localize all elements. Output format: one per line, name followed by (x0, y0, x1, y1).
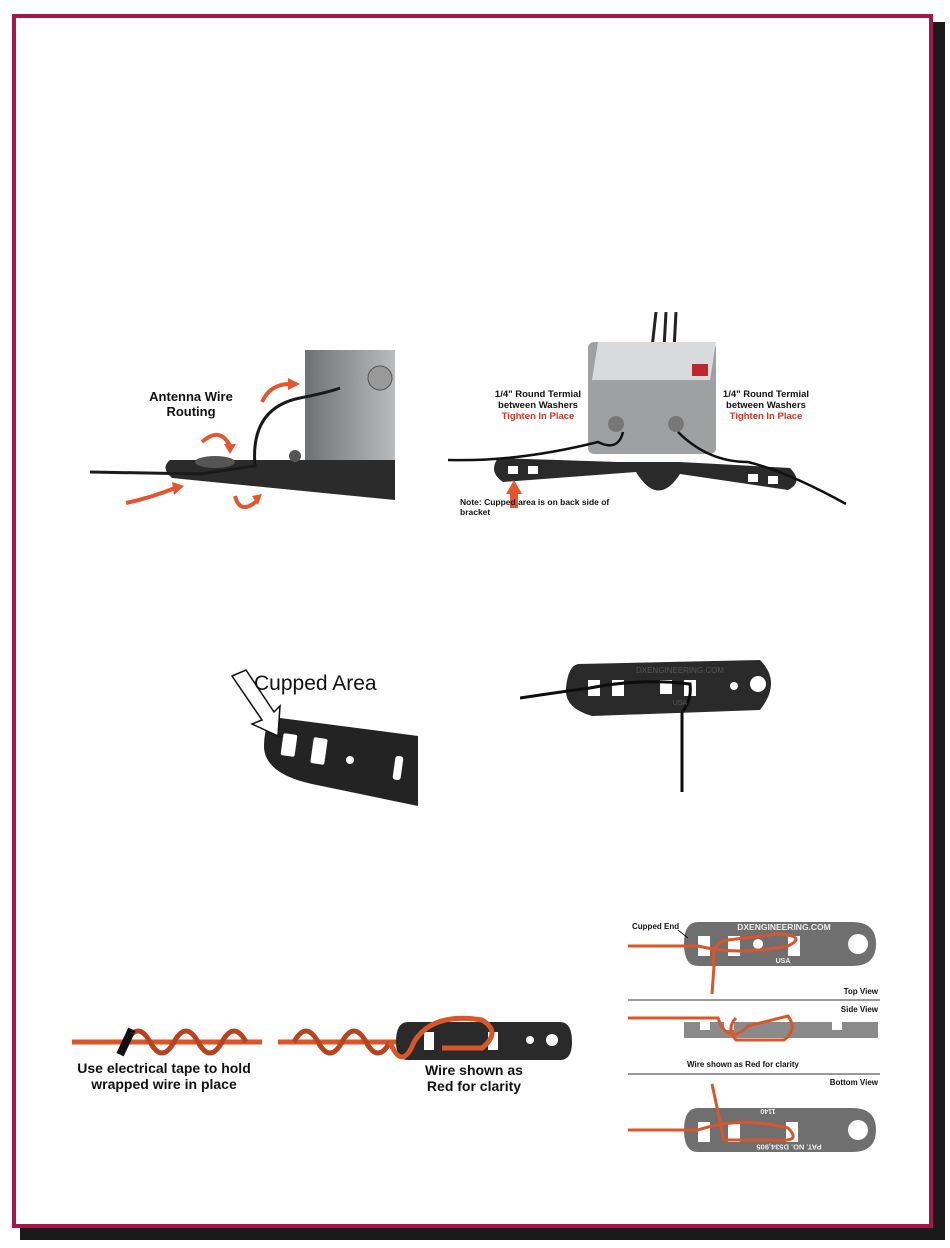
right-terminal-label: 1/4" Round Termial between Washers Tight… (722, 389, 810, 422)
arrow-icon (506, 480, 522, 508)
wrapped-wire (291, 1028, 393, 1056)
tape-instruction: Use electrical tape to hold wrapped wire… (77, 1060, 251, 1093)
side-view-label: Side View (840, 1005, 878, 1014)
wrapped-wire (123, 1028, 249, 1056)
cupped-area-label: Cupped Area (254, 672, 377, 695)
side-view-caption: Wire shown as Red for clarity (687, 1060, 799, 1069)
top-view-label: Top View (843, 987, 878, 996)
bottom-view-label: Bottom View (829, 1078, 878, 1087)
wire-routing-label: Antenna Wire Routing (149, 389, 233, 419)
top-view-usa: USA (775, 958, 791, 965)
bracket-marking-top: DXENGINEERING.COM (635, 666, 724, 675)
antenna-wire (677, 431, 847, 506)
balun-illustration (448, 312, 847, 508)
photo-cupped-area: Cupped Area (222, 666, 418, 808)
bracket-marking-usa: USA (672, 700, 688, 707)
arrow-icon (172, 482, 184, 495)
photo-bracket-wire: DXENGINEERING.COM USA (520, 652, 782, 798)
wire-loop (387, 1015, 495, 1060)
bracket (396, 1022, 572, 1060)
left-terminal-label: 1/4" Round Termial between Washers Tight… (494, 389, 582, 422)
arrow-icon (224, 444, 236, 454)
wire-side-view (628, 1014, 794, 1042)
top-view-marking: DXENGINEERING.COM (737, 922, 831, 932)
wire-top-view (628, 932, 798, 995)
bracket-side-view (684, 1022, 878, 1038)
wire-routing-illustration (90, 350, 395, 509)
antenna-wire (448, 431, 625, 462)
wrapped-wire-illustration (72, 1015, 572, 1060)
diagram-wrapped-wire: Use electrical tape to hold wrapped wire… (62, 1012, 574, 1107)
patent-number: PAT. NO. D534,905 (756, 1142, 822, 1152)
wire-red-note: Wire shown as Red for clarity (425, 1062, 523, 1095)
pointer-arrow-icon (230, 669, 281, 738)
cupped-area-illustration (230, 669, 418, 806)
arrow-icon (288, 378, 300, 390)
cupped-note: Note: Cupped area is on back side of bra… (460, 497, 610, 517)
bracket (264, 717, 418, 806)
diagram-bracket-views: Cupped End DXENGINEERING.COM USA Top Vie… (628, 916, 880, 1160)
bracket-wire-illustration (520, 660, 771, 792)
antenna-wire (520, 680, 692, 792)
antenna-wire (90, 386, 341, 476)
electrical-tape (116, 1027, 136, 1057)
cupped-end-label: Cupped End (632, 922, 680, 931)
wire-bottom-view (628, 1083, 795, 1142)
photo-wire-routing: Antenna Wire Routing (90, 348, 395, 518)
photo-balun-bracket: 1/4" Round Termial between Washers Tight… (448, 312, 848, 517)
arrow-icon (252, 494, 262, 505)
bottom-view-number: 1140 (760, 1107, 776, 1115)
bracket-views-illustration (628, 922, 880, 1152)
bracket (494, 458, 797, 491)
bracket (165, 460, 395, 500)
